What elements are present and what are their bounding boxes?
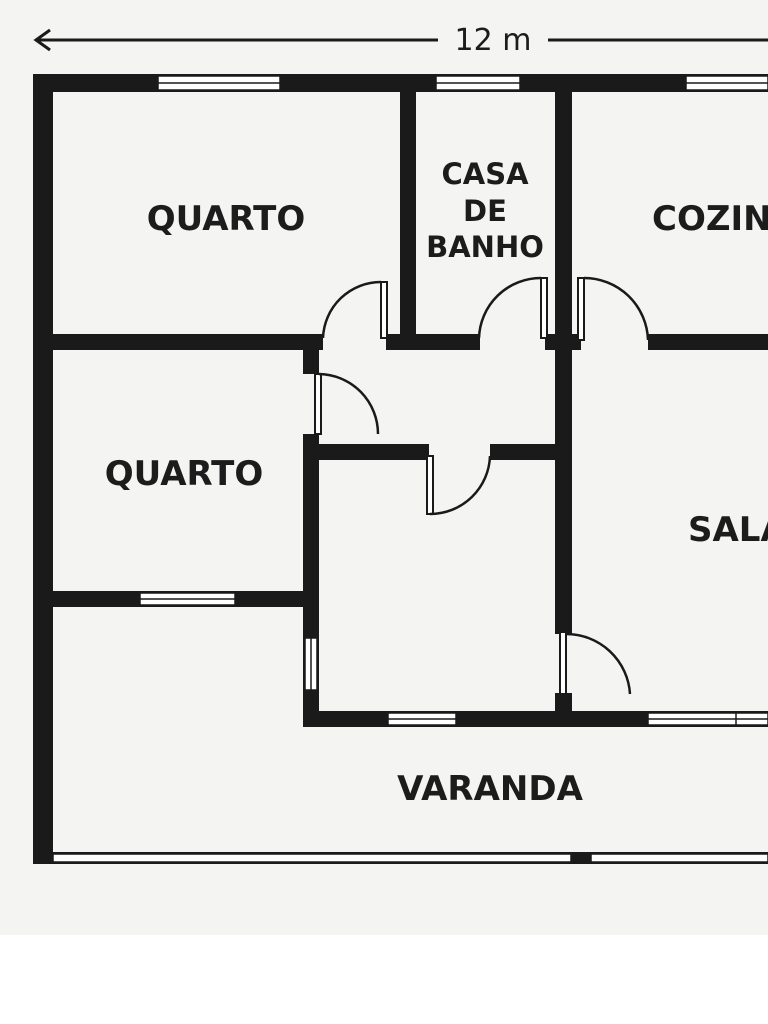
window <box>647 712 768 726</box>
wall-room-top-left <box>319 444 429 460</box>
wall-corridor-sala <box>555 342 572 634</box>
room-label-varanda: VARANDA <box>397 769 583 809</box>
room-label-quarto-2: QUARTO <box>105 454 264 494</box>
wall-top <box>33 74 768 92</box>
window <box>157 75 281 91</box>
wall-banho-cozinha <box>555 92 572 342</box>
door <box>321 280 388 339</box>
door <box>477 276 548 339</box>
wall-banho-bottom-right <box>545 334 581 350</box>
wall-room-top-right <box>490 444 558 460</box>
room-label-casa-de-banho-line-3: BANHO <box>426 230 544 264</box>
door <box>577 276 650 341</box>
door <box>426 455 492 516</box>
dimension-line: 12 m <box>33 23 768 58</box>
window <box>52 853 768 863</box>
wall-left <box>33 74 53 864</box>
room-label-casa-de-banho-line-2: DE <box>463 194 507 228</box>
room-label-cozinha: COZINHA <box>652 199 768 239</box>
room-label-sala: SALA <box>688 510 768 550</box>
windows <box>52 75 768 863</box>
window <box>387 712 457 726</box>
door <box>559 631 632 695</box>
wall-cozinha-bottom <box>648 334 768 350</box>
wall-banho-bottom <box>386 334 480 350</box>
floor-plan-drawing: 12 m <box>33 23 768 864</box>
room-label-quarto-1: QUARTO <box>147 199 306 239</box>
room-labels: QUARTO CASA DE BANHO COZINHA QUARTO SALA… <box>105 157 768 809</box>
window <box>435 75 521 91</box>
wall-quarto1-bottom <box>53 334 323 350</box>
window <box>304 637 318 691</box>
floor-plan: 12 m <box>0 0 768 935</box>
wall-quarto-banho <box>400 92 416 342</box>
dimension-arrow-icon <box>33 28 51 52</box>
window <box>685 75 768 91</box>
doors <box>314 276 650 695</box>
dimension-label: 12 m <box>455 23 532 58</box>
room-label-casa-de-banho-line-1: CASA <box>441 157 529 191</box>
door <box>314 372 380 435</box>
window <box>139 592 236 606</box>
